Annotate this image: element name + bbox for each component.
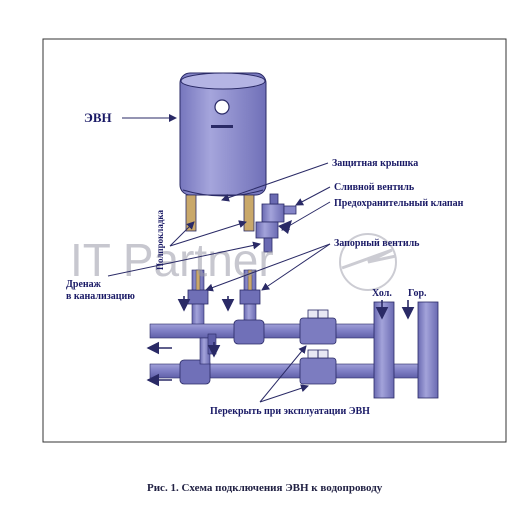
thermostat-dial-icon (214, 99, 230, 115)
safety-valve-assembly (255, 193, 297, 253)
tee-upper (233, 319, 265, 345)
figure-caption: Рис. 1. Схема подключения ЭВН к водопров… (147, 482, 383, 494)
label-cold: Хол. (372, 288, 392, 299)
label-hot: Гор. (408, 288, 427, 299)
shutoff-valve-right (239, 289, 261, 305)
label-drain-line: Дренаж (66, 279, 102, 290)
control-slot (211, 125, 233, 128)
leader-lines (107, 114, 331, 403)
label-safety-valve: Предохранительный клапан (334, 198, 464, 209)
label-drain-valve: Сливной вентиль (334, 182, 415, 193)
gasket-left (185, 194, 197, 232)
label-close-note: Перекрыть при эксплуатации ЭВН (210, 406, 370, 417)
hot-supply-riser (417, 301, 439, 399)
water-heater-tank (179, 72, 267, 197)
gasket-right (243, 194, 255, 232)
label-shutoff-valve: Запорный вентиль (334, 238, 420, 249)
label-protective-cover: Защитная крышка (332, 158, 418, 169)
shutoff-valve-left (187, 289, 209, 305)
cold-supply-riser (373, 301, 395, 399)
bypass-valve-upper (299, 309, 337, 345)
label-evn: ЭВН (84, 110, 112, 125)
label-gasket: Полпрокладка (155, 210, 165, 270)
watermark-logo-icon (339, 233, 397, 291)
label-to-sewer: в канализацию (66, 291, 135, 302)
diagram-frame (42, 38, 507, 443)
tee-lower (179, 359, 211, 385)
upper-main-pipe (149, 323, 393, 339)
flow-arrows (146, 296, 415, 387)
bypass-valve-lower (299, 349, 337, 385)
